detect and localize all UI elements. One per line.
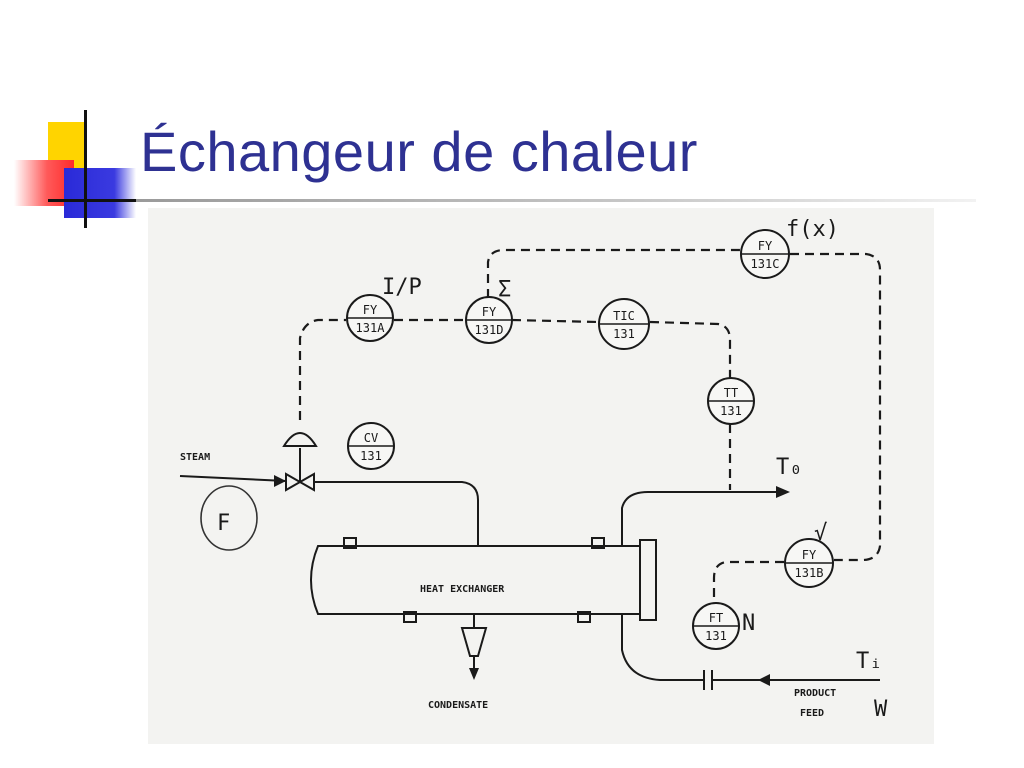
sigma-annotation: Σ [498,277,511,302]
fx-annotation: f(x) [786,217,839,242]
ft131-top: FT [709,611,723,625]
control-valve-body [285,472,303,492]
instrument-ft131: FT 131 [692,602,740,650]
w-annotation: W [874,697,888,722]
product-feed-line [621,614,880,681]
fy131c-bottom: 131C [751,257,780,271]
decor-horizontal-line [48,199,140,202]
condensate-label: CONDENSATE [428,700,488,711]
decor-vertical-line [84,110,87,228]
fy131a-bottom: 131A [356,321,386,335]
ft131-bottom: 131 [705,629,727,643]
sqrt-annotation: √ [814,521,827,546]
instrument-fy131d: FY 131D [465,296,513,344]
valve-actuator [282,432,318,447]
instrument-fy131c: FY 131C [740,229,790,279]
signal-fy131b-to-ft [712,560,784,604]
steam-label: STEAM [180,452,210,463]
fy131a-top: FY [363,303,378,317]
instrument-tt131: TT 131 [707,377,755,425]
condensate-arrow-head [469,668,479,680]
feed-label: FEED [800,708,824,719]
outlet-arrow-head [776,486,790,498]
tic131-top: TIC [613,309,635,323]
title-underline [136,199,976,202]
product-label: PRODUCT [794,688,836,699]
n-annotation: N [742,611,755,636]
fy131d-top: FY [482,305,497,319]
fy131c-top: FY [758,239,773,253]
fy131d-bottom: 131D [475,323,504,337]
heat-exchanger-label: HEAT EXCHANGER [420,584,505,595]
slide-title: Échangeur de chaleur [140,120,698,183]
signal-fy131c-to-fy131b [790,252,882,562]
control-valve-body-2 [297,472,315,492]
t-out-annotation: T₀ [776,455,803,480]
tic131-bottom: 131 [613,327,635,341]
instrument-tic131: TIC 131 [598,298,650,350]
signal-tic-to-tt [649,320,732,378]
ip-annotation: I/P [382,275,422,300]
f-circle [200,485,258,551]
cv131-top: CV [364,431,378,445]
instrument-cv131: CV 131 [347,422,395,470]
tt131-top: TT [724,386,738,400]
steam-inlet-line [179,475,287,482]
instrument-fy131a: FY 131A [346,294,394,342]
fy131b-top: FY [802,548,817,562]
f-annotation: F [217,511,230,536]
steam-trap [460,627,488,657]
signal-fy131d-to-tic [511,318,599,324]
instrument-fy131b: FY 131B [784,538,834,588]
feed-arrow-head [758,674,770,686]
steam-arrow-head [274,475,286,487]
decor-blue-square [64,168,136,218]
tt131-bottom: 131 [720,404,742,418]
cv131-bottom: 131 [360,449,382,463]
t-in-annotation: Tᵢ [856,649,883,674]
product-outlet-line [621,491,780,546]
signal-valve-to-fy131a [298,318,346,420]
steam-to-exchanger-line [314,481,479,546]
heat-exchanger-shell [310,537,657,623]
diagram-background [148,208,934,744]
fy131b-bottom: 131B [795,566,824,580]
signal-fy131d-to-fy131c [486,248,740,298]
